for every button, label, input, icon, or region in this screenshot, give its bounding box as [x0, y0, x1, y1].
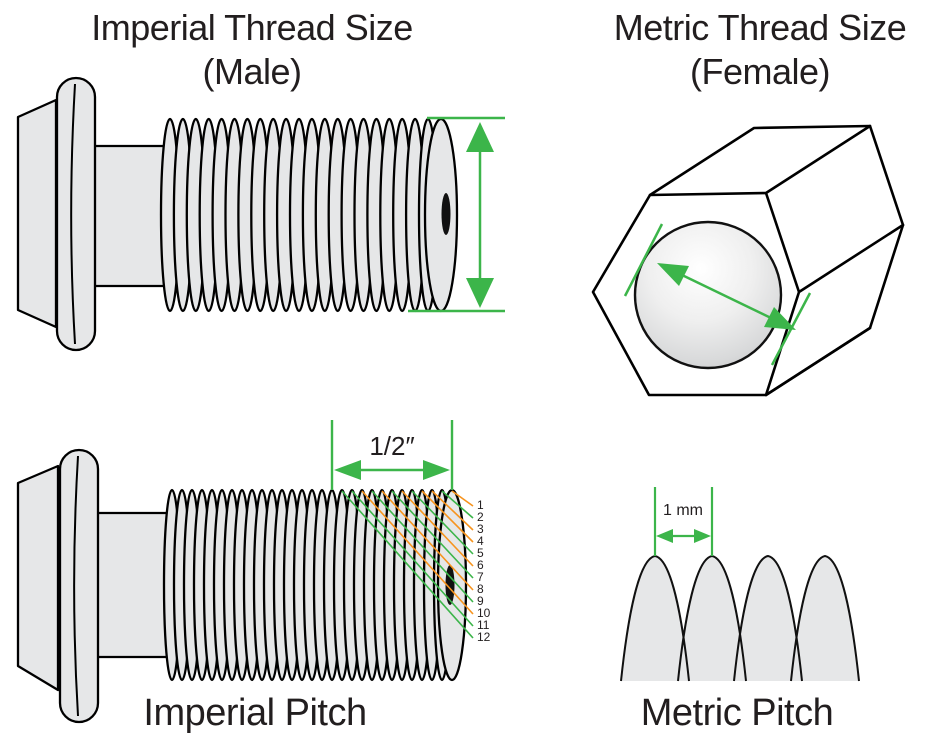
metric-pitch-illustration: [620, 487, 860, 682]
bolt-end-slot: [441, 193, 451, 235]
imperial-bolt-illustration: [16, 76, 505, 352]
bolt-hex-head: [16, 464, 60, 692]
pitch-leader-line: [401, 490, 474, 567]
pitch-leader-line: [451, 490, 474, 507]
metric-size-subtitle: (Female): [689, 50, 831, 92]
metric-pitch-caption: Metric Pitch: [640, 692, 834, 734]
bolt-threads: [159, 117, 452, 313]
imperial-pitch-caption: Imperial Pitch: [143, 692, 367, 734]
thread-count-leader-lines: [341, 490, 474, 639]
imperial-size-title: Imperial Thread Size: [91, 7, 413, 48]
one-mm-dimension: [653, 487, 714, 556]
pitch-leader-line: [361, 490, 474, 615]
pitch-leader-line: [441, 490, 474, 519]
bolt-hex-head: [16, 98, 58, 329]
half-inch-dimension: [330, 420, 454, 490]
pitch-leader-line: [351, 490, 474, 627]
bolt-flange: [58, 448, 100, 724]
diameter-dimension-arrow: [408, 116, 505, 313]
pitch-leader-line: [431, 490, 474, 531]
thread-profile-fills: [621, 556, 859, 681]
hole-diameter-arrow: [623, 223, 812, 366]
bolt-flange: [55, 76, 97, 352]
one-mm-dimension-label: 1 mm: [663, 502, 703, 519]
pitch-leader-line: [341, 490, 474, 639]
pitch-leader-line: [421, 490, 474, 543]
imperial-pitch-illustration: [16, 420, 474, 724]
half-inch-dimension-label: 1/2″: [369, 431, 415, 461]
imperial-size-subtitle: (Male): [202, 50, 302, 92]
bolt-end-face: [423, 117, 459, 313]
metric-size-title: Metric Thread Size: [613, 7, 907, 48]
metric-size-title-block: Metric Thread Size (Female): [586, 6, 934, 94]
pitch-leader-line: [391, 490, 474, 579]
bolt-flange-rim-line: [70, 83, 76, 345]
nut-hole: [633, 220, 783, 370]
pitch-leader-line: [411, 490, 474, 555]
bolt-threads: [162, 488, 462, 682]
pitch-leader-line: [371, 490, 474, 603]
metric-nut-illustration: [591, 124, 905, 397]
pitch-leader-line: [381, 490, 474, 591]
imperial-size-title-block: Imperial Thread Size (Male): [20, 6, 484, 94]
nut-edges: [648, 124, 905, 397]
bolt-flange-rim-line: [73, 455, 79, 717]
